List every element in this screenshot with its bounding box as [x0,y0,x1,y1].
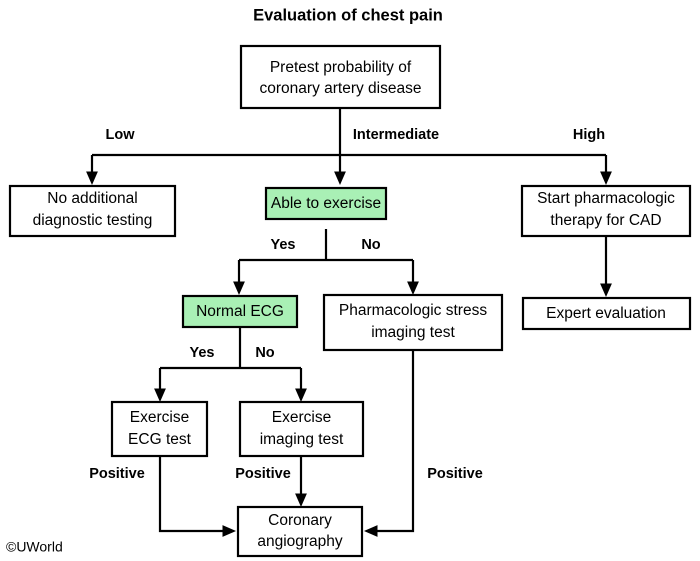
node-normal-ecg-box [181,294,299,329]
edge-label-no-ecg: No [255,345,274,361]
edge-label-yes-ecg: Yes [190,345,215,361]
edge-label-high: High [573,127,605,143]
node-pretest-probability[interactable]: Pretest probability of coronary artery d… [239,44,442,110]
node-start-pharmacologic-therapy-line2: therapy for CAD [550,212,661,229]
node-normal-ecg-label: Normal ECG [196,303,284,320]
node-coronary-angiography-line2: angiography [257,533,343,550]
node-pharmacologic-stress-imaging-line2: imaging test [371,324,455,341]
node-start-pharmacologic-therapy-box [520,184,692,238]
node-start-pharmacologic-therapy[interactable]: Start pharmacologic therapy for CAD [520,184,692,238]
node-exercise-imaging-test-line1: Exercise [272,409,331,426]
node-expert-evaluation[interactable]: Expert evaluation [521,296,692,331]
node-pretest-probability-line1: Pretest probability of [270,59,412,76]
node-no-additional-testing-line2: diagnostic testing [33,212,153,229]
node-exercise-ecg-test-box [110,400,209,458]
node-start-pharmacologic-therapy-line1: Start pharmacologic [537,190,675,207]
edge-label-positive-ecg: Positive [89,466,145,482]
node-pretest-probability-line2: coronary artery disease [260,80,422,97]
node-no-additional-testing[interactable]: No additional diagnostic testing [8,184,177,238]
node-able-to-exercise-box [264,186,388,221]
node-normal-ecg[interactable]: Normal ECG [181,294,299,329]
node-coronary-angiography[interactable]: Coronary angiography [236,505,364,558]
edge-label-low: Low [106,127,136,143]
node-coronary-angiography-line1: Coronary [268,512,332,529]
node-expert-evaluation-label: Expert evaluation [546,305,666,322]
edge-label-positive-pharm: Positive [427,466,483,482]
node-able-to-exercise-label: Able to exercise [271,195,381,212]
node-pharmacologic-stress-imaging[interactable]: Pharmacologic stress imaging test [322,293,504,352]
node-exercise-ecg-test-line2: ECG test [128,431,192,448]
node-pharmacologic-stress-imaging-box [322,293,504,352]
edge-label-intermediate: Intermediate [353,127,439,143]
node-exercise-imaging-test[interactable]: Exercise imaging test [238,400,365,458]
node-exercise-ecg-test[interactable]: Exercise ECG test [110,400,209,458]
node-expert-evaluation-box [521,296,692,331]
edge-pharm-stress-to-coronary-angio [363,350,415,537]
node-no-additional-testing-line1: No additional [47,190,137,207]
edge-label-no-exercise: No [361,237,380,253]
node-pharmacologic-stress-imaging-line1: Pharmacologic stress [339,302,487,319]
page-title: Evaluation of chest pain [253,6,443,24]
node-exercise-imaging-test-box [238,400,365,458]
node-pretest-probability-box [239,44,442,110]
node-able-to-exercise[interactable]: Able to exercise [264,186,388,221]
edge-label-yes-exercise: Yes [271,237,296,253]
uworld-watermark: ©UWorld [6,539,63,555]
edge-exercise-ecg-to-coronary-angio [158,456,237,537]
edge-label-positive-imaging: Positive [235,466,291,482]
node-no-additional-testing-box [8,184,177,238]
node-exercise-imaging-test-line2: imaging test [260,431,344,448]
node-exercise-ecg-test-line1: Exercise [130,409,189,426]
node-coronary-angiography-box [236,505,364,558]
